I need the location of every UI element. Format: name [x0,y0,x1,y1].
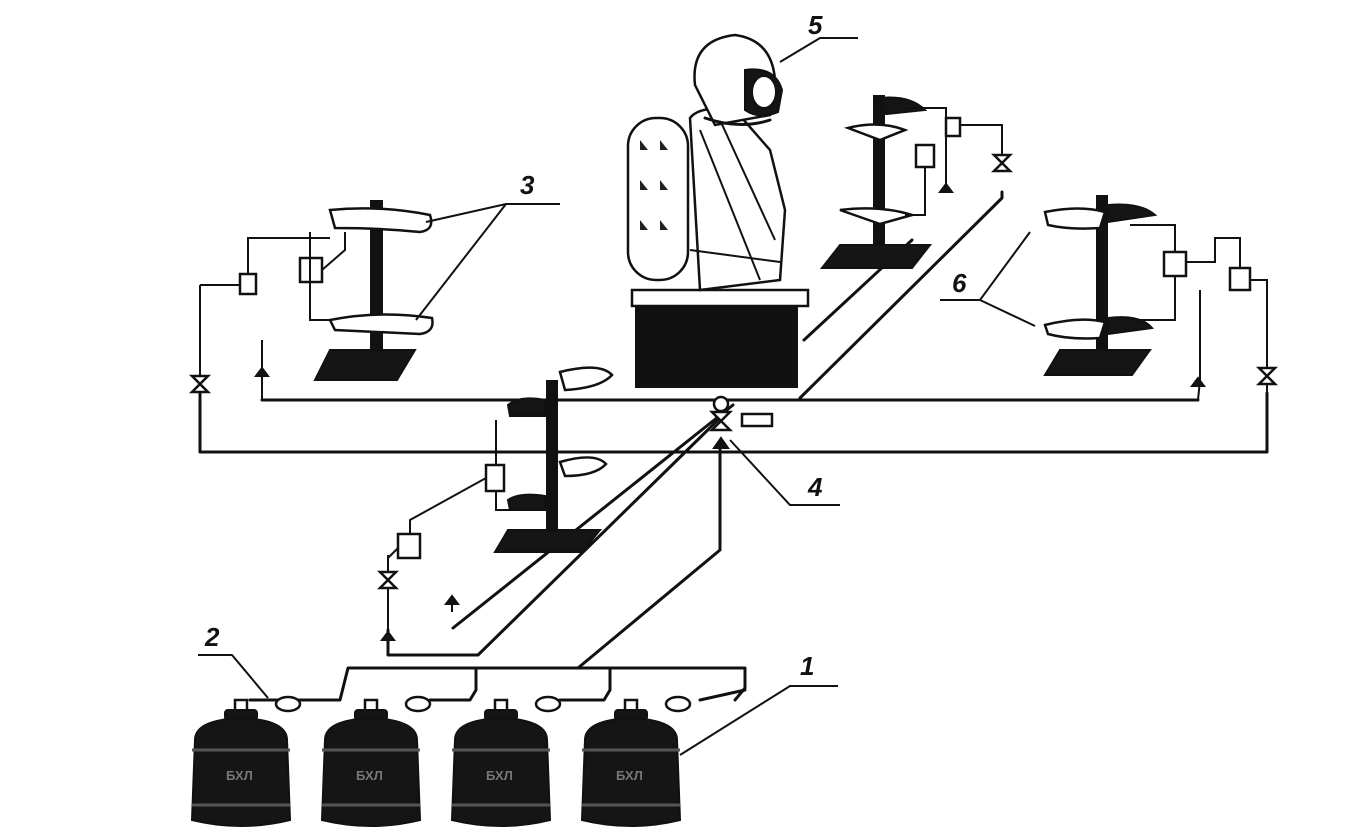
callout-6: 6 [952,268,967,298]
lower-distribution-pipe [198,390,1269,454]
cylinder-marking: БХЛ [356,768,383,783]
callout-2: 2 [204,622,220,652]
test-station-left [188,200,434,400]
breathing-tank [626,116,690,282]
test-station-center [376,366,614,641]
gas-cylinder [320,695,432,827]
callout-1: 1 [800,651,814,681]
gas-cylinder [450,695,562,827]
callout-5: 5 [808,10,823,40]
cylinder-marking: БХЛ [616,768,643,783]
bench [635,300,798,388]
cylinder-marking: БХЛ [486,768,513,783]
gas-cylinder [580,695,692,827]
callout-4: 4 [807,472,823,502]
cylinder-manifold [248,666,747,702]
cylinder-marking: БХЛ [226,768,253,783]
test-station-back-right [819,95,1014,269]
test-station-right [1043,195,1279,401]
central-valve [708,395,774,449]
callout-3: 3 [520,170,535,200]
leader-lines [198,37,1036,756]
test-subject-figure [626,33,810,388]
gas-cylinder [190,695,302,827]
gas-cylinder-group [190,695,692,827]
cylinder-markings: БХЛ БХЛ БХЛ БХЛ [226,768,643,783]
